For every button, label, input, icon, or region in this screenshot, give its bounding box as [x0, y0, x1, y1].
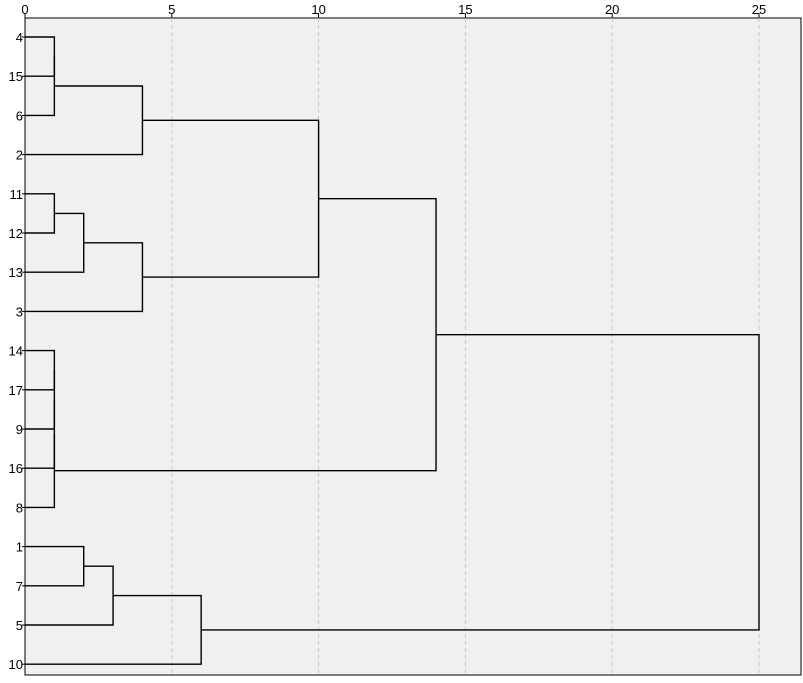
x-tick-label-5: 5	[168, 2, 175, 17]
leaf-label-9: 9	[16, 422, 23, 437]
merge-link-11	[25, 433, 56, 509]
leaf-label-8: 8	[16, 500, 23, 515]
x-tick-label-25: 25	[752, 2, 766, 17]
x-tick-label-10: 10	[311, 2, 325, 17]
leaf-label-1: 1	[16, 540, 23, 555]
leaf-label-7: 7	[16, 579, 23, 594]
leaf-label-14: 14	[9, 344, 23, 359]
leaf-label-16: 16	[9, 461, 23, 476]
x-tick-label-0: 0	[21, 2, 28, 17]
merge-link-16	[201, 333, 760, 631]
leaf-label-12: 12	[9, 226, 23, 241]
leaf-label-4: 4	[16, 30, 23, 45]
x-tick-label-15: 15	[458, 2, 472, 17]
x-tick-label-20: 20	[605, 2, 619, 17]
plot-area	[24, 17, 802, 676]
leaf-label-3: 3	[16, 304, 23, 319]
leaf-label-5: 5	[16, 618, 23, 633]
leaf-label-10: 10	[9, 657, 23, 672]
leaf-label-15: 15	[9, 69, 23, 84]
leaf-label-2: 2	[16, 148, 23, 163]
leaf-label-11: 11	[10, 187, 24, 202]
leaf-label-13: 13	[9, 265, 23, 280]
leaf-label-6: 6	[16, 108, 23, 123]
leaf-label-17: 17	[9, 383, 23, 398]
merge-link-2	[25, 56, 56, 117]
